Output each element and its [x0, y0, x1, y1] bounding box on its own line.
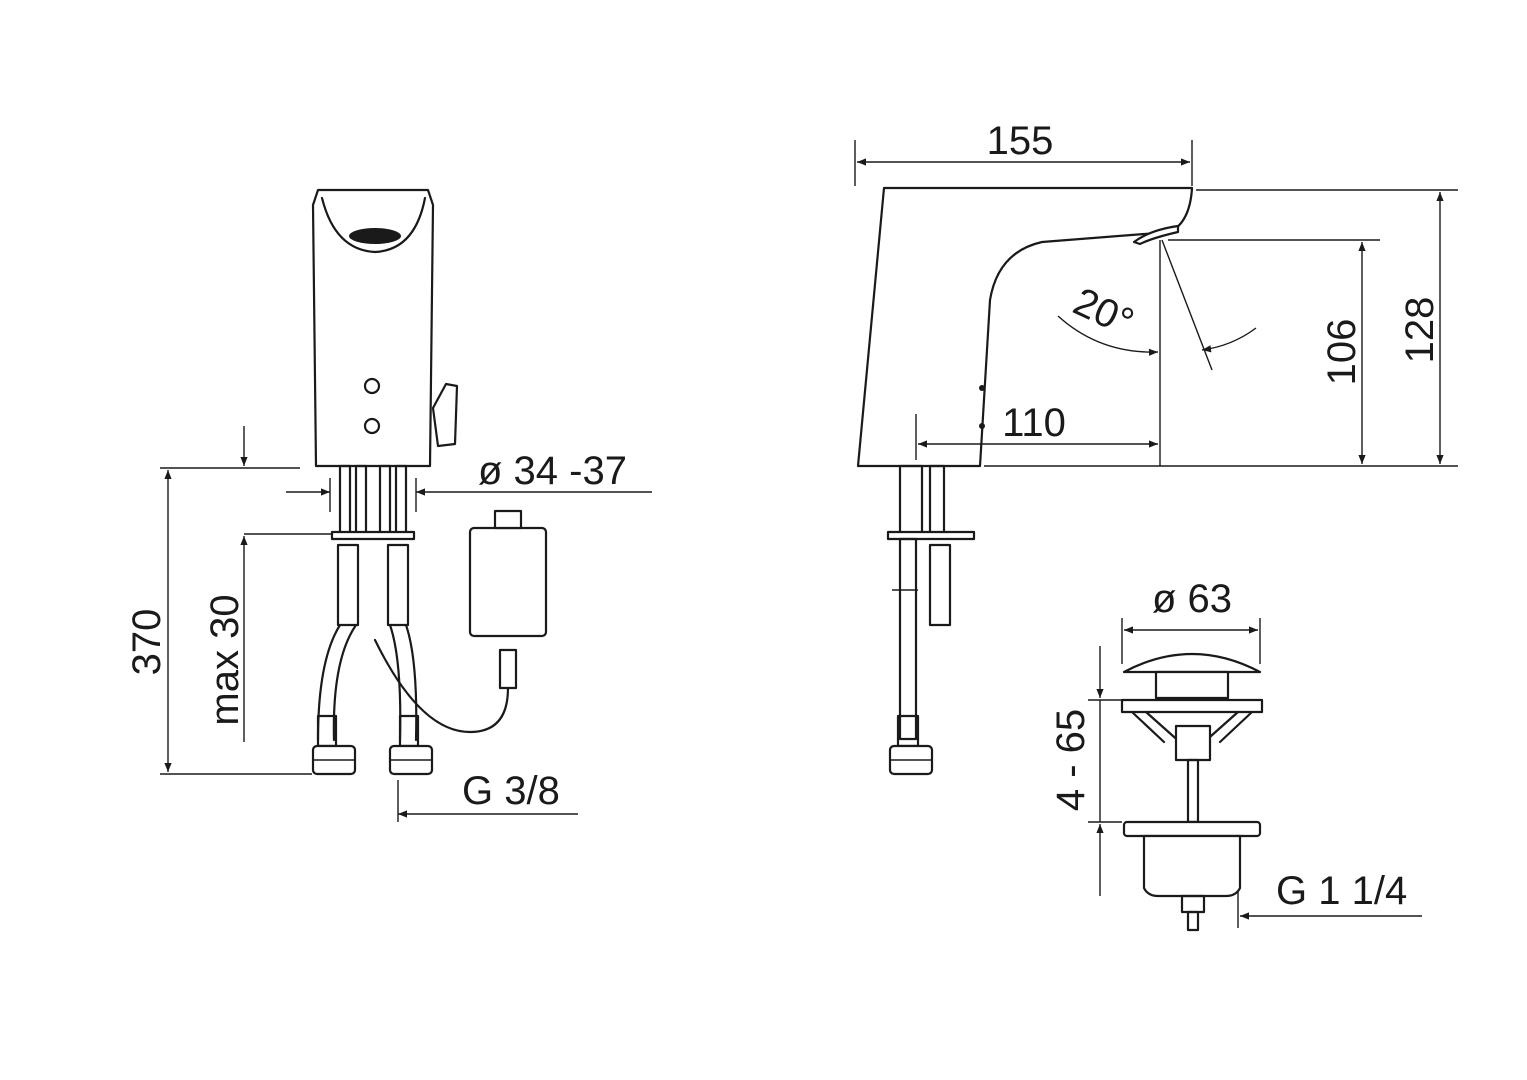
control-box	[468, 526, 548, 638]
label-stroke: 4 - 65	[1049, 709, 1093, 811]
front-view: 370 max 30 ø 34 -37 G 3/8	[125, 188, 652, 822]
sensor-dot-icon	[979, 385, 985, 391]
label-63: ø 63	[1152, 577, 1232, 621]
drain-view: ø 63 4 - 65 G 1 1/4	[1049, 577, 1422, 932]
drain-guide	[1174, 724, 1212, 762]
cable-connector	[498, 648, 518, 690]
mounting-plate-side	[886, 530, 976, 541]
label-diameter: ø 34 -37	[478, 449, 627, 493]
drain-cap	[1122, 653, 1262, 674]
faucet-body-side	[856, 186, 1194, 468]
drain-rod	[1186, 758, 1200, 824]
control-box-cap	[493, 509, 523, 530]
mounting-rods-side	[898, 464, 924, 538]
label-155: 155	[987, 119, 1054, 163]
drain-flange	[1120, 698, 1264, 714]
label-128: 128	[1398, 297, 1442, 364]
spout-outlet-arc	[320, 196, 427, 254]
hose-side	[898, 537, 918, 741]
hose-right	[388, 623, 418, 742]
label-106: 106	[1320, 319, 1364, 386]
sensor-cable	[373, 638, 510, 734]
drain-lower-flange	[1122, 820, 1262, 838]
faucet-body-front	[311, 188, 435, 468]
drain-cap-neck	[1154, 670, 1230, 700]
sensor-window-icon	[363, 377, 381, 395]
drain-waste-body	[1142, 834, 1242, 898]
label-g38: G 3/8	[462, 769, 560, 813]
label-angle: 20°	[1067, 279, 1140, 344]
label-max30: max 30	[203, 594, 247, 725]
drain-outlet-pin	[1180, 894, 1206, 914]
angle-ray	[1161, 239, 1213, 371]
mounting-plate	[330, 530, 416, 541]
sensor-window-side	[1132, 224, 1180, 246]
mounting-rods	[338, 464, 408, 538]
label-110: 110	[1002, 401, 1066, 445]
drain-body	[1130, 710, 1254, 746]
dim-angle	[1057, 315, 1159, 356]
aerator-icon	[349, 228, 401, 244]
sensor-dot-icon	[979, 423, 985, 429]
label-g114: G 1 1/4	[1276, 869, 1407, 913]
hose-sleeve	[386, 543, 410, 627]
lever-icon	[431, 382, 459, 448]
hose-sleeve	[928, 543, 952, 627]
label-370: 370	[125, 609, 169, 676]
hose-sleeve	[336, 543, 360, 627]
sensor-window-icon	[363, 417, 381, 435]
